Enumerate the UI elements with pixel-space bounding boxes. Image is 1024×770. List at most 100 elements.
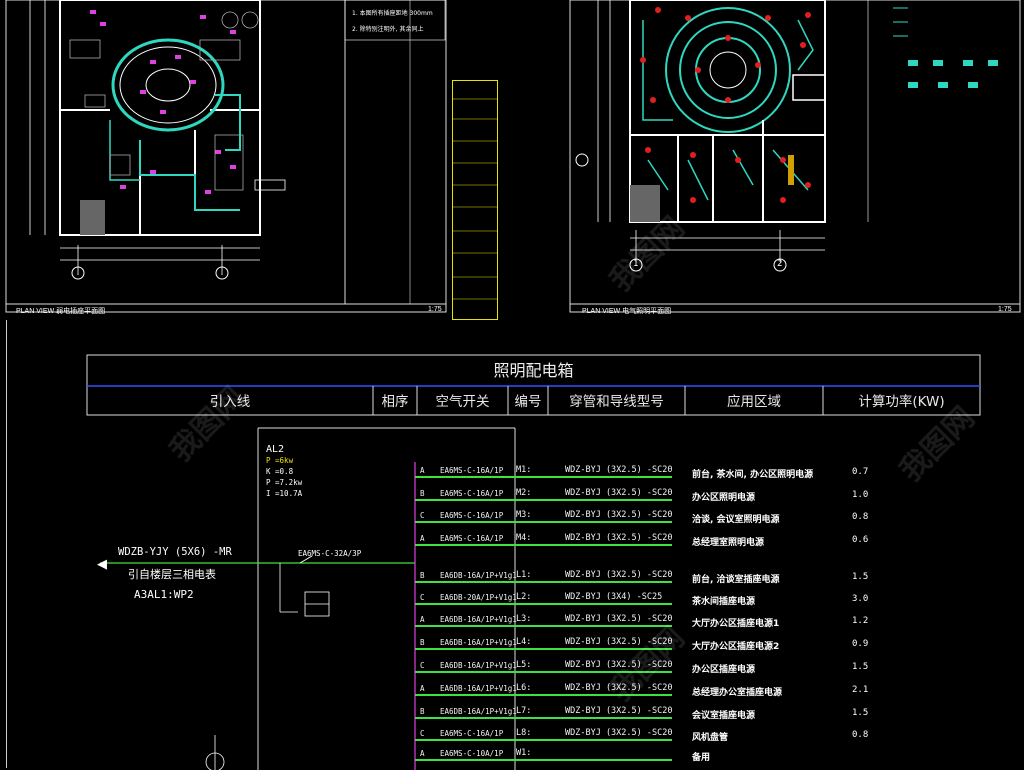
circuit-phase: A [420,749,425,758]
circuit-breaker: EA6MS-C-16A/1P [440,466,504,475]
circuit-breaker: EA6DB-16A/1P+V1g1 [440,638,517,647]
circuit-breaker: EA6MS-C-16A/1P [440,729,504,738]
circuit-wire [415,499,672,501]
circuit-cable: WDZ-BYJ (3X2.5) -SC20 [565,637,673,647]
header-area: 应用区域 [727,394,781,410]
circuit-breaker: EA6DB-16A/1P+V1g1 [440,661,517,670]
circuit-wire [415,521,672,523]
left-floor-plan: 1. 本图所有插座距地 300mm 2. 除特别注明外, 其余同上 PLAN V… [0,0,450,318]
incoming-arrow-icon: ◀ [97,557,107,572]
circuit-wire [415,625,672,627]
circuit-wire [415,759,672,761]
circuit-phase: A [420,684,425,693]
circuit-phase: A [420,466,425,475]
circuit-id: L4: [516,637,532,647]
circuit-cable: WDZ-BYJ (3X2.5) -SC20 [565,570,673,580]
header-power: 计算功率(KW) [858,394,945,410]
circuit-cable: WDZ-BYJ (3X2.5) -SC20 [565,510,673,520]
circuit-id: L3: [516,614,532,624]
right-plan-caption: PLAN VIEW 电气照明平面图 [582,308,672,315]
circuit-area: 茶水间插座电源 [692,597,756,607]
circuit-power: 1.5 [852,708,869,718]
circuit-area: 会议室插座电源 [692,711,756,721]
circuit-cable: WDZ-BYJ (3X2.5) -SC20 [565,533,673,543]
circuit-wire [415,694,672,696]
circuit-breaker: EA6MS-C-10A/1P [440,749,504,758]
circuit-cable: WDZ-BYJ (3X2.5) -SC20 [565,683,673,693]
right-plan-scale: 1:75 [998,306,1012,313]
right-axis-2: 2 [777,259,783,269]
circuit-breaker: EA6DB-16A/1P+V1g1 [440,707,517,716]
plan-note-1: 1. 本图所有插座距地 300mm [352,10,433,17]
circuit-cable: WDZ-BYJ (3X2.5) -SC20 [565,465,673,475]
circuit-area: 办公区照明电源 [692,493,756,503]
circuit-breaker: EA6MS-C-16A/1P [440,534,504,543]
circuit-cable: WDZ-BYJ (3X2.5) -SC20 [565,660,673,670]
panel-param-p: P =6kw [266,456,294,465]
circuit-wire [415,739,672,741]
circuit-area: 总经理室照明电源 [692,538,765,548]
left-plan-scale: 1:75 [428,306,442,313]
circuit-id: L8: [516,728,532,738]
plan-note-2: 2. 除特别注明外, 其余同上 [352,26,424,33]
circuit-wire [415,476,672,478]
circuit-breaker: EA6DB-16A/1P+V1g1 [440,684,517,693]
panel-param-pc: P =7.2kw [266,478,303,487]
panel-param-k: K =0.8 [266,467,294,476]
circuit-id: W1: [516,748,532,758]
title-block [452,80,498,320]
circuit-phase: B [420,571,425,580]
circuit-wire [415,544,672,546]
header-circuit-id: 编号 [514,394,542,410]
circuit-wire [415,717,672,719]
circuit-phase: A [420,615,425,624]
circuit-wire [415,603,672,605]
title-block-lines [453,98,497,300]
circuit-phase: B [420,638,425,647]
lower-frame-left [6,320,7,768]
circuit-power: 1.0 [852,490,869,500]
circuit-phase: A [420,534,425,543]
circuit-cable: WDZ-BYJ (3X2.5) -SC20 [565,728,673,738]
circuit-id: L6: [516,683,532,693]
circuit-power: 2.1 [852,685,869,695]
circuit-power: 0.9 [852,639,869,649]
right-axis-1: 1 [633,259,639,269]
incoming-ref: A3AL1:WP2 [134,588,194,601]
circuit-area: 前台, 洽谈室插座电源 [692,575,780,585]
circuit-cable: WDZ-BYJ (3X2.5) -SC20 [565,488,673,498]
circuit-id: L2: [516,592,532,602]
circuit-id: L1: [516,570,532,580]
circuit-phase: C [420,661,425,670]
left-plan-caption: PLAN VIEW 弱电插座平面图 [16,308,106,315]
circuit-id: L5: [516,660,532,670]
left-plan-drawing [5,0,447,313]
circuit-area: 前台, 茶水间, 办公区照明电源 [692,470,814,480]
circuit-phase: B [420,707,425,716]
circuit-area: 洽谈, 会议室照明电源 [692,515,780,525]
circuit-area: 备用 [692,753,711,763]
circuit-breaker: EA6DB-16A/1P+V1g1 [440,615,517,624]
circuit-power: 1.5 [852,572,869,582]
header-breaker: 空气开关 [435,394,490,410]
circuit-phase: C [420,511,425,520]
circuit-cable: WDZ-BYJ (3X2.5) -SC20 [565,706,673,716]
circuit-id: M3: [516,510,532,520]
circuit-area: 大厅办公区插座电源1 [692,619,780,629]
circuit-cable: WDZ-BYJ (3X4) -SC25 [565,592,663,602]
panel-param-i: I =10.7A [266,489,303,498]
circuit-id: M4: [516,533,532,543]
circuit-id: L7: [516,706,532,716]
table-grid [86,354,981,770]
circuit-area: 风机盘管 [692,733,729,743]
circuit-phase: C [420,729,425,738]
header-cable-type: 穿管和导线型号 [569,394,664,410]
circuit-wire [415,648,672,650]
circuit-power: 3.0 [852,594,869,604]
panel-name: AL2 [266,444,285,455]
header-incoming-line: 引入线 [209,394,251,410]
circuit-id: M2: [516,488,532,498]
header-phase: 相序 [381,394,409,410]
circuit-area: 办公区插座电源 [692,665,756,675]
table-title: 照明配电箱 [493,361,574,380]
